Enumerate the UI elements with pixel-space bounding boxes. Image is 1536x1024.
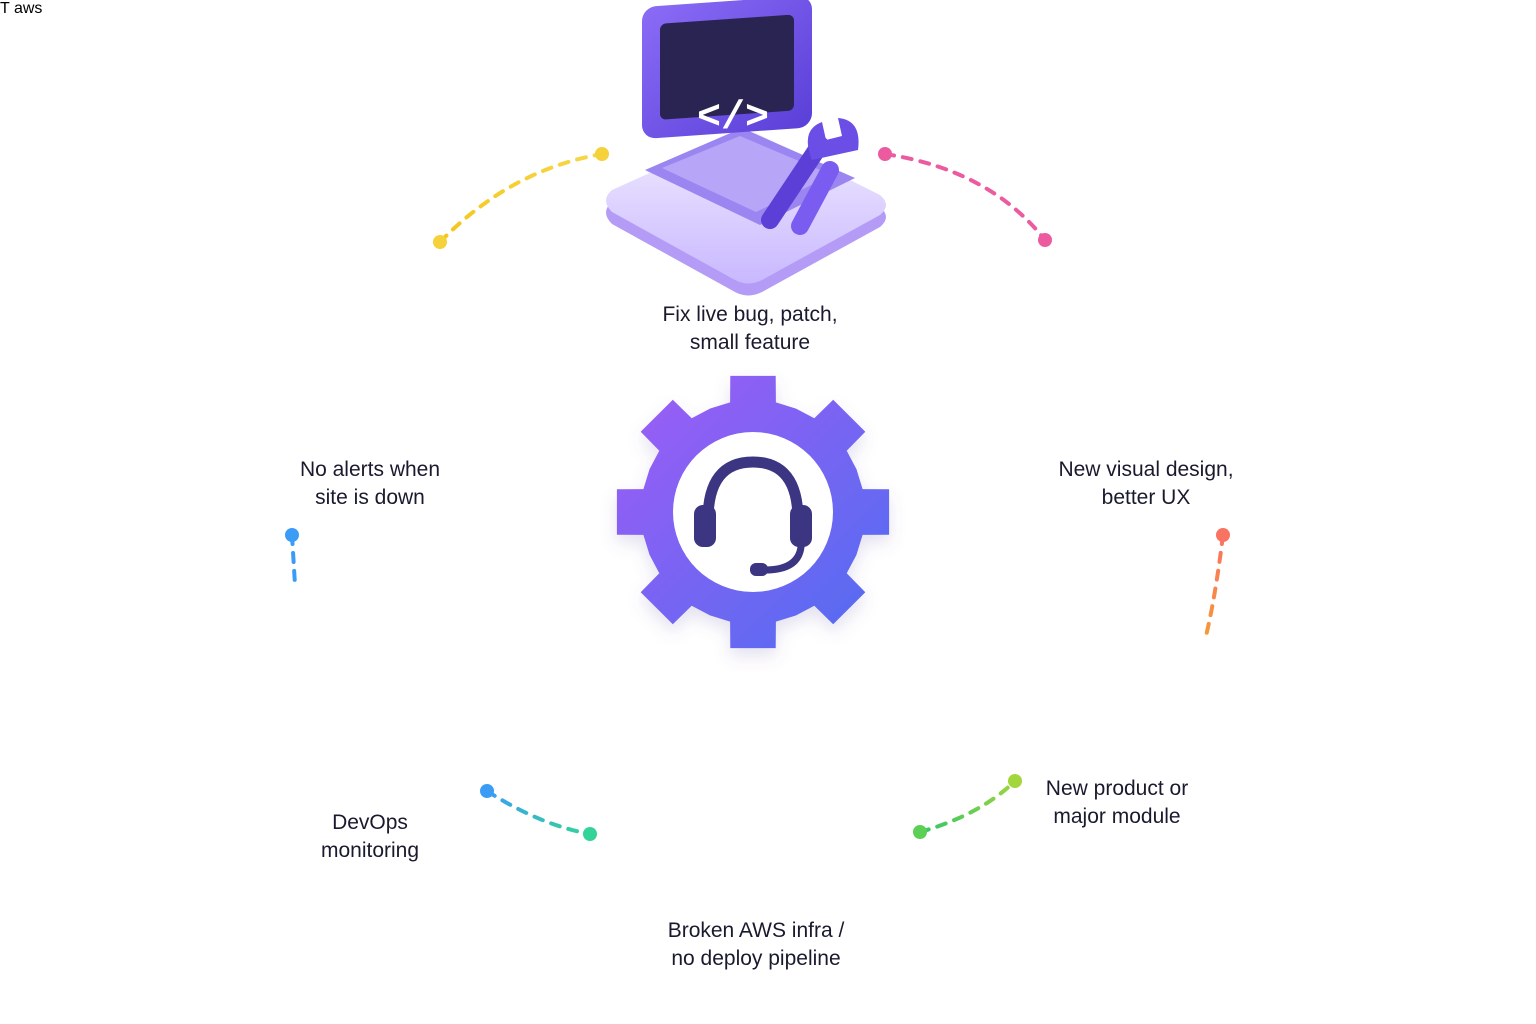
aws-logo-text: aws xyxy=(13,0,43,17)
connector-product-to-aws xyxy=(913,774,1022,839)
connector-bug-to-design xyxy=(878,147,1052,247)
connector-devops-up xyxy=(285,528,299,587)
typography-icon: T xyxy=(0,0,10,17)
node-aws-infra: aws xyxy=(14,0,42,17)
wrench-icon xyxy=(761,118,859,235)
node-fix-bug: </> xyxy=(606,0,886,296)
label-visual-design: New visual design,better UX xyxy=(1058,458,1234,509)
aws-cloud-icon: aws xyxy=(14,0,42,17)
node-visual-design: T xyxy=(0,0,14,17)
browser-window-icon: T xyxy=(0,0,14,17)
label-fix-bug: Fix live bug, patch,small feature xyxy=(662,303,838,354)
connector-design-to-product xyxy=(1203,528,1230,642)
connector-devops-to-aws xyxy=(480,784,597,841)
code-symbol: </> xyxy=(697,96,769,141)
connector-alerts-to-bug xyxy=(433,147,609,249)
label-aws-infra: Broken AWS infra /no deploy pipeline xyxy=(667,919,845,970)
center-headset-gear-icon xyxy=(616,375,890,649)
